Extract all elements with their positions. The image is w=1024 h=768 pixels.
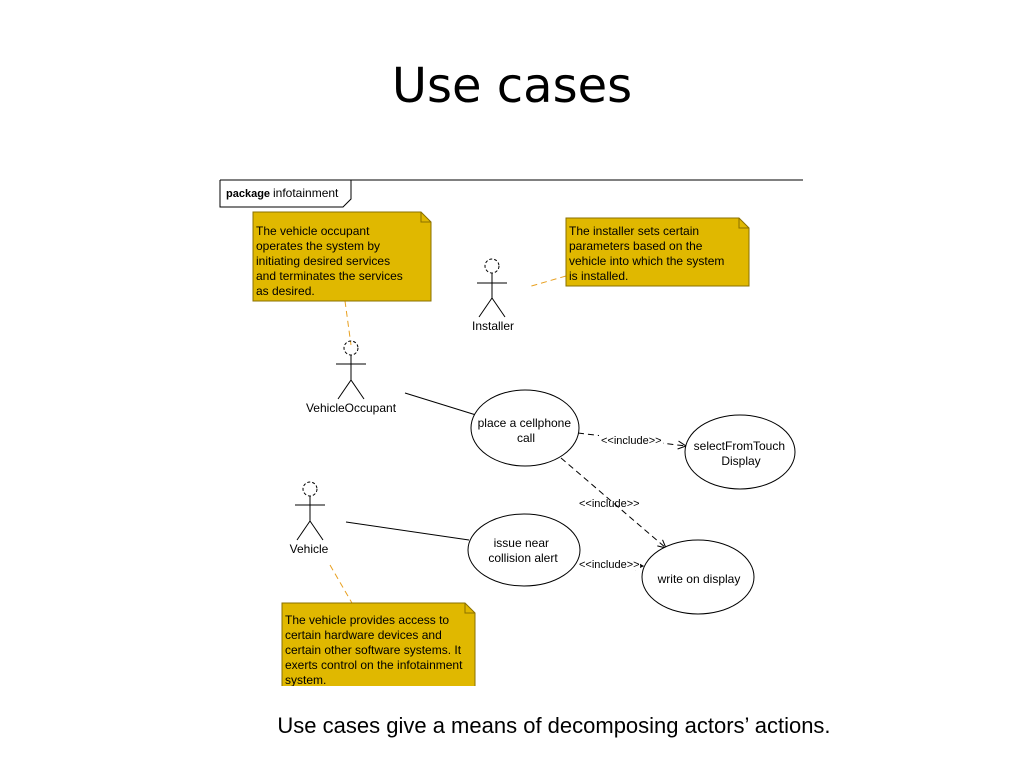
svg-text:issue near collision ale: issue near collision alert	[488, 536, 558, 565]
usecase-issue-near-collision-alert: issue near collision alert	[467, 513, 581, 587]
note-installer: The installer sets certain parameters ba…	[565, 217, 750, 287]
usecase-place-cellphone-call: place a cellphone call	[470, 389, 580, 467]
svg-text:selectFromTouch Display: selectFromTouch Display	[694, 439, 789, 468]
svg-text:The vehicle occupant o: The vehicle occupant operates the system…	[256, 224, 406, 298]
usecase-label: issue near	[494, 536, 549, 550]
actor-installer-label: Installer	[472, 319, 514, 333]
package-frame: package infotainment	[219, 179, 803, 208]
note-installer-line: is installed.	[569, 269, 628, 283]
note-installer-line: parameters based on the	[569, 239, 703, 253]
note-installer-line: The installer sets certain	[569, 224, 699, 238]
include-label: <<include>>	[579, 498, 640, 510]
usecase-write-on-display: write on display	[641, 539, 755, 615]
svg-text:place a cellphone call: place a cellphone call	[478, 416, 575, 445]
note-occupant-line: initiating desired services	[256, 254, 390, 268]
association-vehicle-collision	[345, 521, 470, 541]
usecase-label: Display	[721, 454, 760, 468]
note-link-installer	[527, 275, 567, 288]
include-cellphone-write	[560, 457, 666, 548]
svg-text:The vehicle provides access to: The vehicle provides access to certain h…	[285, 613, 466, 687]
note-occupant-line: The vehicle occupant	[256, 224, 370, 238]
note-vehicle-line: certain hardware devices and	[285, 628, 442, 642]
note-vehicle-line: exerts control on the infotainment	[285, 658, 463, 672]
slide-title: Use cases	[391, 58, 633, 114]
actor-vehicle-occupant-label: VehicleOccupant	[306, 401, 397, 415]
note-vehicle: The vehicle provides access to certain h…	[281, 602, 476, 687]
usecase-label: collision alert	[488, 551, 558, 565]
note-link-occupant	[344, 300, 352, 346]
usecase-label: place a cellphone	[478, 416, 572, 430]
actor-vehicle-label: Vehicle	[290, 542, 329, 556]
package-keyword: package	[226, 188, 270, 200]
include-label: <<include>>	[579, 559, 640, 571]
note-occupant-line: operates the system by	[256, 239, 380, 253]
association-occupant-cellphone	[404, 392, 477, 416]
note-vehicle-line: The vehicle provides access to	[285, 613, 449, 627]
usecase-select-from-touch-display: selectFromTouch Display	[684, 414, 796, 490]
usecase-label: selectFromTouch	[694, 439, 785, 453]
slide-caption: Use cases give a means of decomposing ac…	[277, 713, 831, 738]
usecase-label: call	[517, 431, 535, 445]
note-occupant-line: as desired.	[256, 284, 315, 298]
note-vehicle-line: certain other software systems. It	[285, 643, 462, 657]
actor-vehicle-occupant: VehicleOccupant	[306, 340, 397, 415]
actor-installer: Installer	[472, 258, 514, 333]
actor-head-icon	[484, 258, 500, 274]
actor-head-icon	[302, 481, 318, 497]
note-vehicle-line: system.	[285, 673, 326, 687]
usecase-label: write on display	[657, 572, 741, 586]
package-name: infotainment	[273, 186, 339, 200]
include-label: <<include>>	[601, 435, 662, 447]
note-occupant-line: and terminates the services	[256, 269, 403, 283]
note-occupant: The vehicle occupant operates the system…	[252, 211, 432, 302]
actor-vehicle: Vehicle	[290, 481, 329, 556]
svg-text:The installer sets certain: The installer sets certain parameters ba…	[569, 224, 728, 283]
note-installer-line: vehicle into which the system	[569, 254, 724, 268]
